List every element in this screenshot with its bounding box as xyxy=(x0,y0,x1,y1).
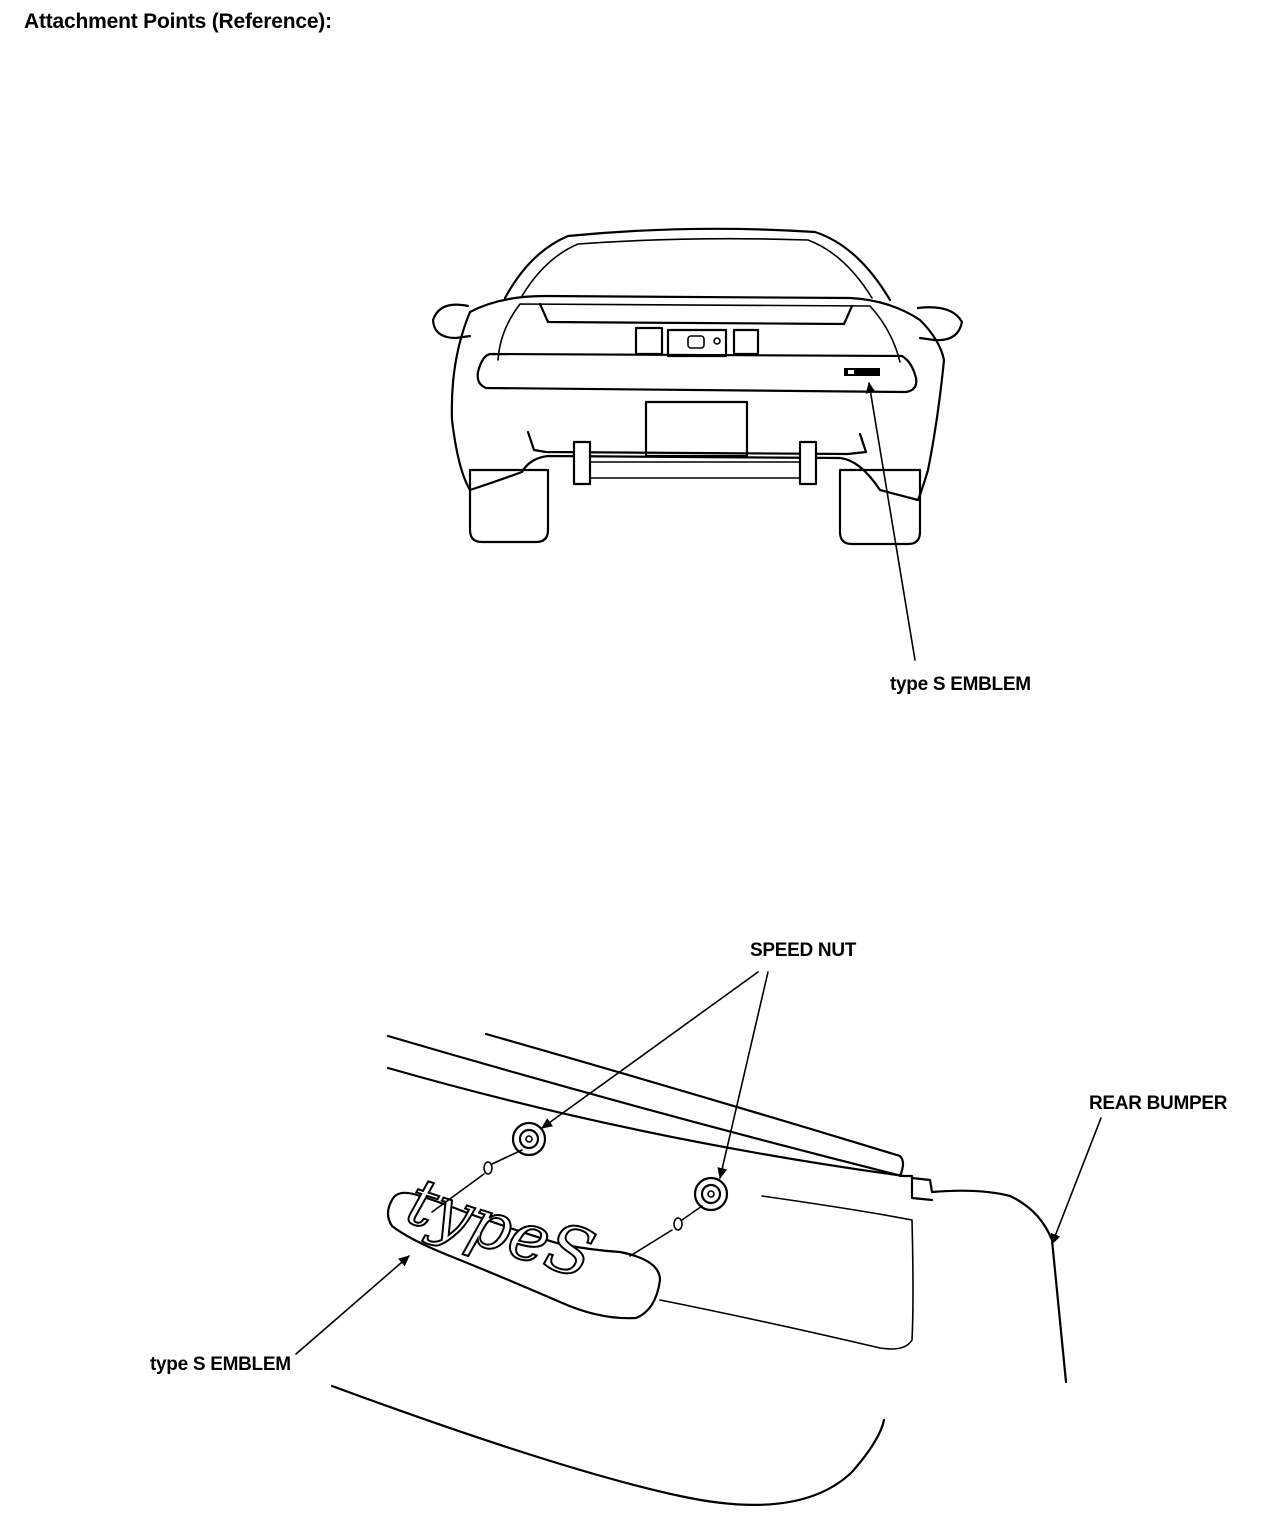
speed-nut-arrow-1 xyxy=(541,971,759,1129)
type-s-emblem-label-top: type S EMBLEM xyxy=(890,674,1031,695)
roof-inner xyxy=(521,237,873,299)
license-plate xyxy=(644,400,749,458)
speed-nut-1 xyxy=(511,1121,547,1157)
lock-inner xyxy=(687,335,705,349)
guide-line-2b xyxy=(629,1229,673,1257)
body-outline xyxy=(450,294,946,502)
roof-outline xyxy=(503,227,892,302)
rear-bumper-arrow xyxy=(1050,1117,1102,1245)
guide-line-1a xyxy=(491,1149,523,1165)
left-light xyxy=(634,326,664,356)
top-emblem-mark xyxy=(844,368,880,376)
lower-bumper xyxy=(526,430,868,456)
trunk-edge-line-1 xyxy=(386,1034,904,1178)
car-rear-view xyxy=(431,227,964,546)
left-mirror xyxy=(431,303,472,340)
speed-nut-label: SPEED NUT xyxy=(750,940,857,961)
mounting-hole-2 xyxy=(673,1217,683,1231)
right-tire xyxy=(838,468,922,546)
guide-line-1b xyxy=(431,1173,485,1213)
lock-dot xyxy=(713,337,721,345)
page-title: Attachment Points (Reference): xyxy=(24,10,332,33)
right-exhaust xyxy=(798,440,818,486)
right-mirror xyxy=(916,306,964,342)
left-exhaust xyxy=(572,440,592,486)
type-s-emblem-label-bottom: type S EMBLEM xyxy=(150,1354,291,1375)
rear-bumper-label: REAR BUMPER xyxy=(1089,1093,1228,1114)
bottom-emblem-arrow xyxy=(295,1255,410,1355)
diffuser xyxy=(589,461,801,479)
left-tire xyxy=(468,468,550,544)
right-light xyxy=(732,328,760,356)
speed-nut-arrow-2 xyxy=(717,971,769,1179)
rear-spoiler xyxy=(538,302,854,326)
speed-nut-2 xyxy=(693,1176,729,1212)
lock-housing xyxy=(666,328,728,358)
bumper-lower-curve xyxy=(330,1384,886,1506)
bumper-top-curve xyxy=(910,1176,1068,1384)
mounting-hole-1 xyxy=(483,1161,493,1175)
bumper-detail: typeS xyxy=(330,1032,1068,1506)
top-emblem-arrow xyxy=(865,382,916,661)
deck-lid xyxy=(497,303,901,363)
bumper-panel-outline xyxy=(659,1195,914,1350)
type-s-emblem: typeS xyxy=(386,1162,662,1320)
trunk-edge-line-3 xyxy=(386,1066,934,1202)
trunk-edge-line-2 xyxy=(484,1032,905,1178)
taillight-panel xyxy=(476,352,918,394)
guide-line-2a xyxy=(681,1205,703,1221)
